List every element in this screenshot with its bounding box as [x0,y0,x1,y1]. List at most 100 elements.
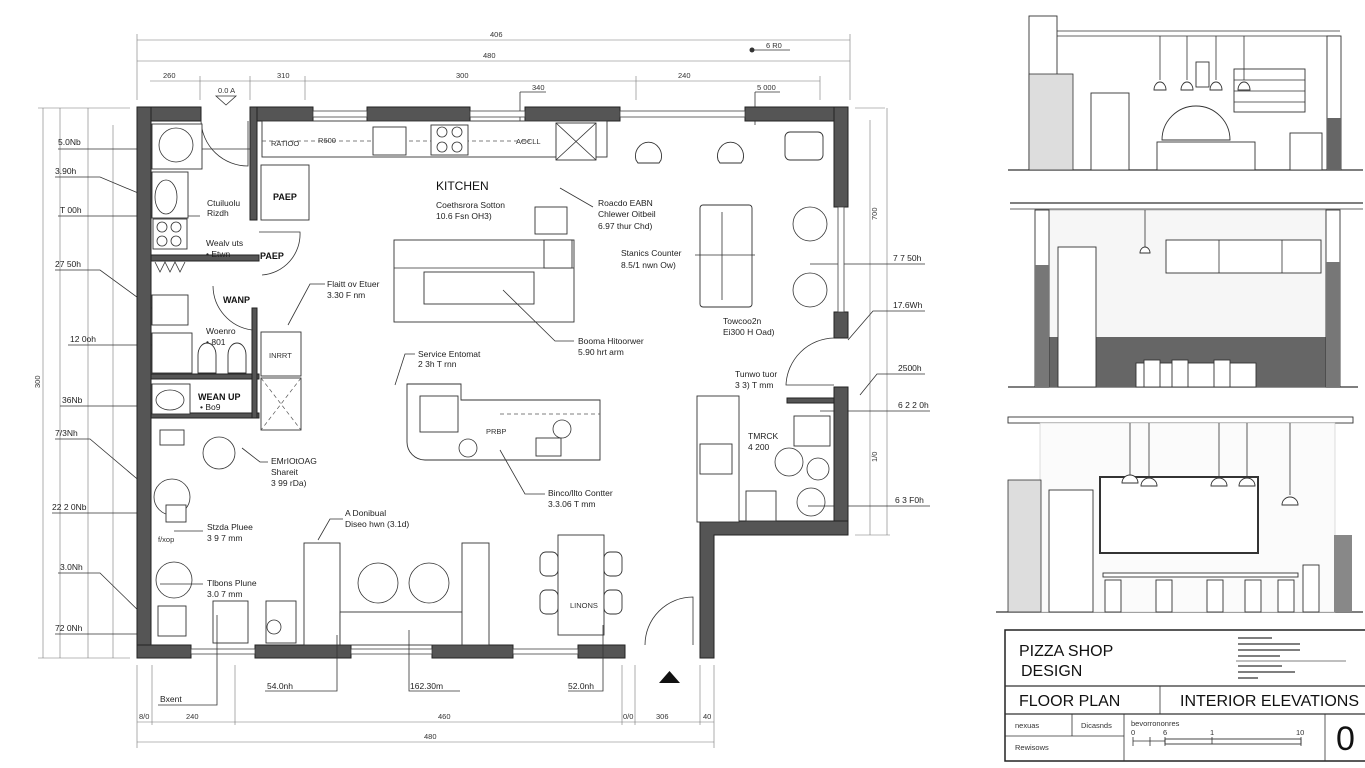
svg-text:Service Entomat: Service Entomat [418,349,481,359]
dim-right-label: 7 7 50h [893,253,922,263]
svg-text:52.0nh: 52.0nh [568,681,594,691]
door-swing[interactable] [212,285,253,331]
dim-right-label: 2500h [898,363,922,373]
room-label-prep: PAEP [273,192,297,202]
scale-bar: 0 6 1 10 [1131,728,1304,746]
dim-left-label: T 00h [60,205,82,215]
bottom-dimensions: 8/0 240 460 0/0 306 40 480 [136,665,715,748]
svg-text:TMRCK: TMRCK [748,431,779,441]
dim-right-seg: 1/0 [870,452,879,462]
dim-right-label: 6 2 2 0h [898,400,929,410]
dim-left-label: 22 2 0Nb [52,502,87,512]
door-swing[interactable] [259,231,301,276]
dim-bottom-seg: 40 [703,712,711,721]
svg-text:3.0 7 mm: 3.0 7 mm [207,589,242,599]
stove-icon [430,124,469,156]
door-swing[interactable] [785,337,835,386]
chair-icon [155,561,193,599]
svg-text:162.30m: 162.30m [410,681,443,691]
room-label-prep: PRBP [486,427,506,436]
title-notes [1236,637,1346,679]
section-marker-icon [214,95,238,106]
toilet-icon [197,342,217,374]
svg-text:Towcoo2n: Towcoo2n [723,316,762,326]
elevation-menu-wall [996,416,1363,613]
sheet-title-elevations: INTERIOR ELEVATIONS [1180,693,1359,710]
walls [136,106,849,659]
scale-tick: 0 [1131,728,1135,737]
svg-text:Shareit: Shareit [271,467,299,477]
entry-door-swing[interactable] [644,596,694,646]
svg-text:A Donibual: A Donibual [345,508,386,518]
svg-text:3 99 rDa): 3 99 rDa) [271,478,307,488]
svg-text:WEAN UP: WEAN UP [198,392,241,402]
svg-text:Coethsrora Sotton: Coethsrora Sotton [436,200,505,210]
room-label-wanp: WANP [223,295,250,305]
svg-text:6.97 thur Chd): 6.97 thur Chd) [598,221,653,231]
svg-text:EMrIOtOAG: EMrIOtOAG [271,456,317,466]
dim-left-label: 72 0Nh [55,623,83,633]
counter-label: R600 [318,136,336,145]
toilet-icon [227,342,247,374]
dim-left-label: 12 0oh [70,334,96,344]
title-cell: nexuas [1015,721,1039,730]
svg-text:2 3h T rnn: 2 3h T rnn [418,359,457,369]
scale-tick: 6 [1163,728,1167,737]
dim-left-overall: 300 [33,375,42,388]
svg-text:Chlewer Oitbeil: Chlewer Oitbeil [598,209,656,219]
dining-furniture [303,131,828,646]
svg-text:Ctuiluolu: Ctuiluolu [207,198,240,208]
pendant-lights [1121,423,1299,506]
sink-icon [372,126,407,156]
floor-plan: 406 480 260 310 300 240 340 5 000 6 R0 0… [33,30,930,748]
room-labels: KITCHEN PAEP PAEP PRBP WANP INRRT LINONS… [223,136,598,610]
svg-text:Rizdh: Rizdh [207,208,229,218]
svg-text:Tlbons Plune: Tlbons Plune [207,578,257,588]
toilet-icon [155,389,185,411]
svg-text:3.30 F nm: 3.30 F nm [327,290,365,300]
door-swing[interactable] [200,120,249,167]
callout: 162.30m [408,630,460,692]
svg-text:54.0nh: 54.0nh [267,681,293,691]
dim-top-seg: 310 [277,71,290,80]
room-label-linons: LINONS [570,601,598,610]
svg-text:Ei300 H Oad): Ei300 H Oad) [723,327,775,337]
callout: f/xop [158,535,174,544]
menu-board [1099,476,1259,554]
callout: 54.0nh [265,635,338,692]
svg-text:Wealv uts: Wealv uts [206,238,243,248]
door [1090,92,1130,171]
project-title-line2: DESIGN [1021,663,1082,680]
kitchen-equipment [260,120,831,523]
counter-label: AOCLL [516,137,541,146]
title-cell: Rewisows [1015,743,1049,752]
elevation-oven-wall [1008,15,1363,171]
svg-text:Diseo hwn (3.1d): Diseo hwn (3.1d) [345,519,409,529]
dim-right-label: 17.6Wh [893,300,923,310]
dim-left-label: 5.0Nb [58,137,81,147]
callout: Wealv uts• Etwn [206,238,243,259]
section-marker-label: 0.0 A [218,86,235,95]
svg-text:Tunwo tuor: Tunwo tuor [735,369,777,379]
door [1048,489,1094,613]
title-cell: Dicasnds [1081,721,1112,730]
dim-bottom-seg: 240 [186,712,199,721]
title-block: PIZZA SHOP DESIGN FLOOR PLAN INTERIOR EL… [1004,629,1365,762]
project-title-line1: PIZZA SHOP [1019,643,1113,660]
svg-text:• 801: • 801 [206,337,226,347]
callout: WEAN UP• Bo9 [198,392,241,412]
dim-level: 6 R0 [766,41,782,50]
dim-bottom-seg: 306 [656,712,669,721]
